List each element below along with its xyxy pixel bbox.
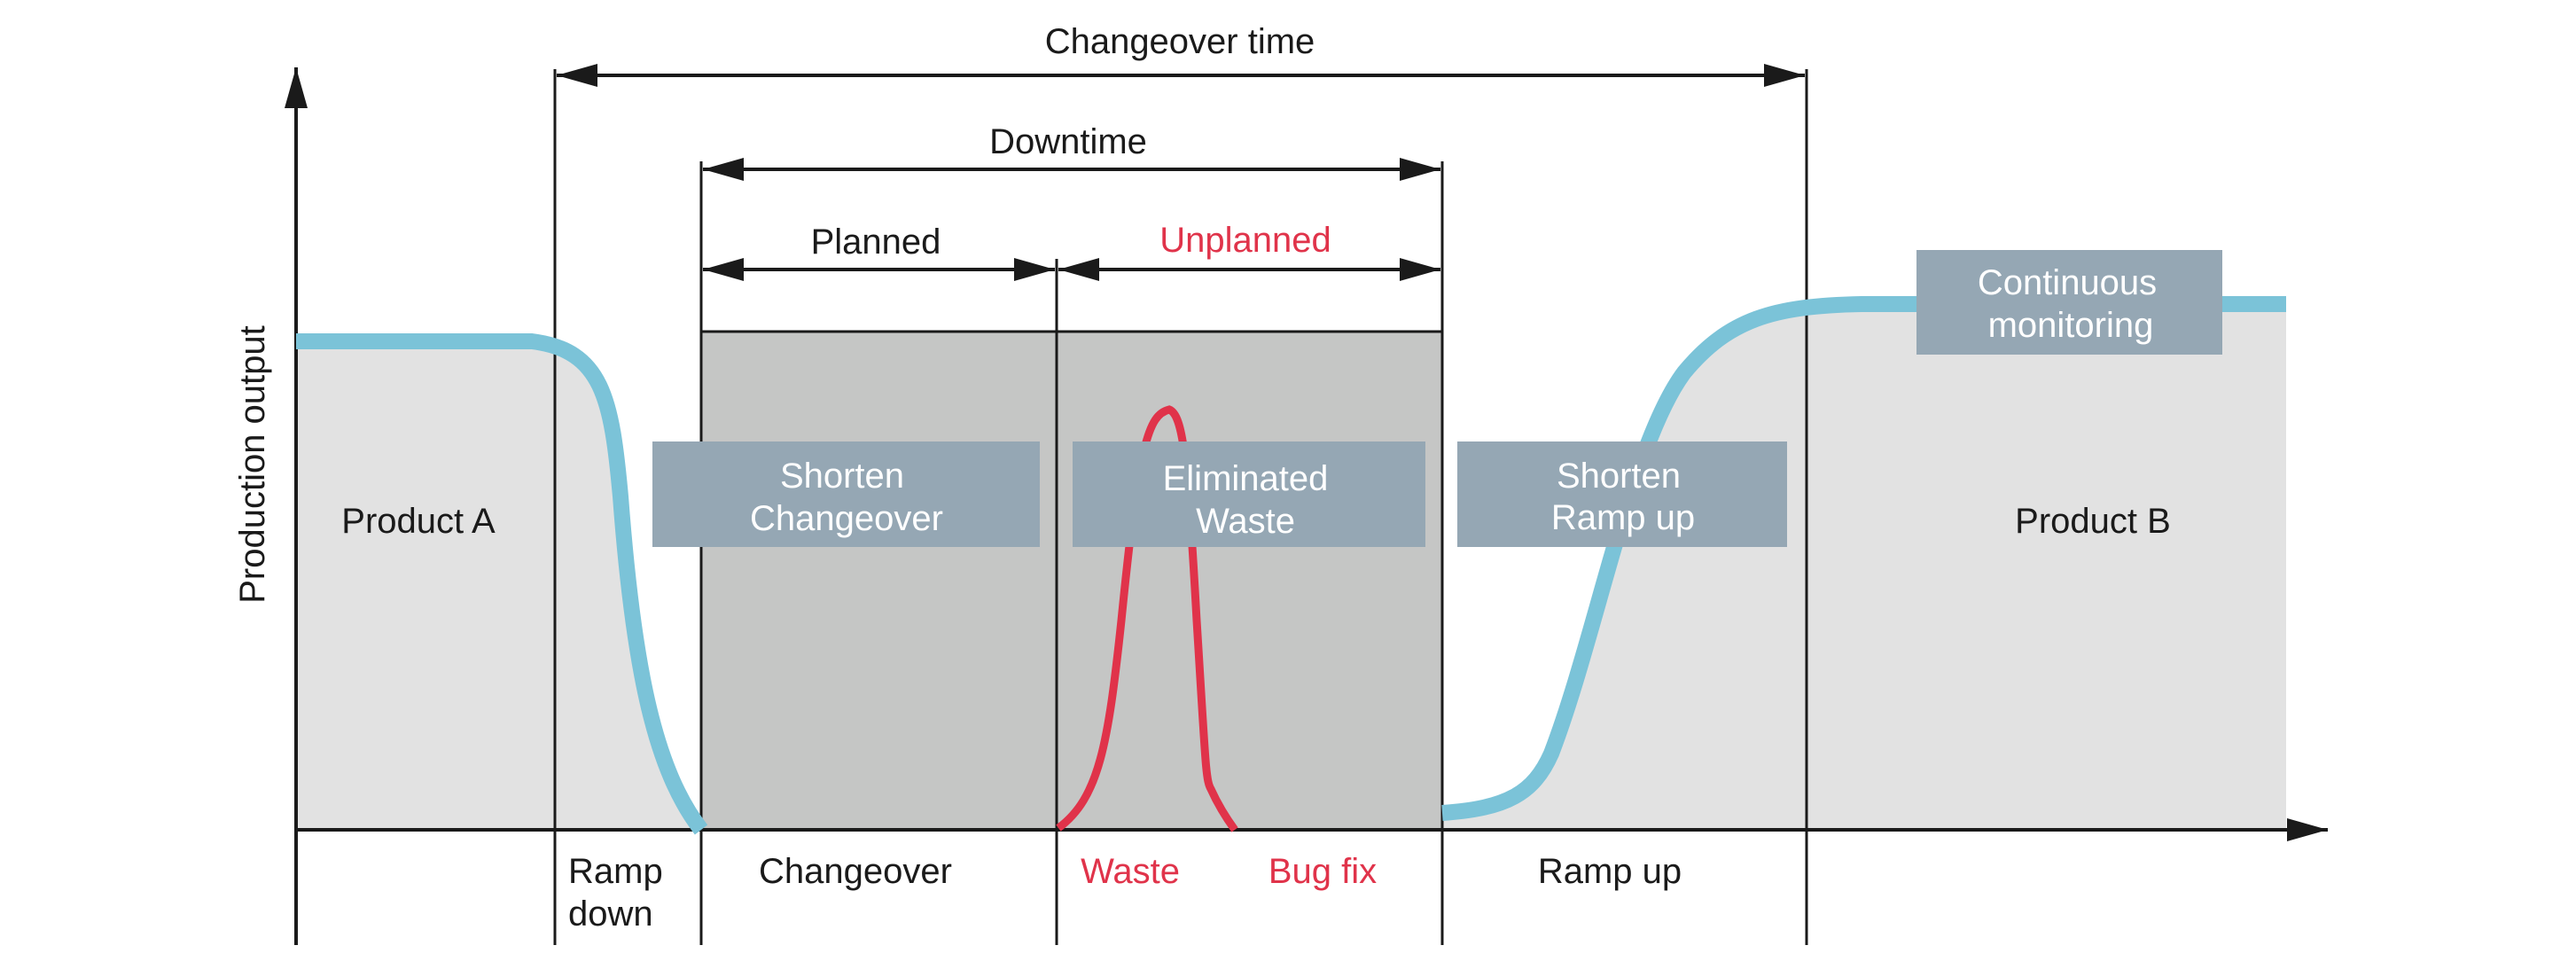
product-b-label: Product B [2015,502,2171,541]
svg-text:monitoring: monitoring [1988,306,2154,345]
planned-label: Planned [811,223,941,262]
production-curve-ramp-down [296,333,708,835]
waste-curve [1056,405,1238,832]
phase-ramp-down-line2: down [568,895,653,934]
eliminated-waste-box: Eliminated Waste [1073,441,1425,547]
svg-text:Changeover: Changeover [750,499,943,538]
svg-text:Ramp up: Ramp up [1551,498,1695,537]
y-axis-label: Production output [233,325,272,604]
downtime-label: Downtime [989,122,1147,161]
phase-bug-fix: Bug fix [1268,852,1377,891]
svg-text:Shorten: Shorten [780,457,904,496]
svg-text:Continuous: Continuous [1978,263,2157,302]
svg-text:Eliminated: Eliminated [1163,459,1329,498]
shorten-changeover-box: Shorten Changeover [652,441,1040,547]
svg-text:Waste: Waste [1196,502,1295,541]
product-a-label: Product A [341,502,496,541]
product-b-area [1442,304,2286,830]
product-a-area [296,341,701,830]
downtime-area [701,332,1442,830]
phase-ramp-up: Ramp up [1538,852,1682,891]
unplanned-label: Unplanned [1159,221,1331,260]
phase-ramp-down-line1: Ramp [568,852,663,891]
phase-waste: Waste [1081,852,1180,891]
phase-changeover: Changeover [759,852,952,891]
continuous-monitoring-box: Continuous monitoring [1916,250,2222,355]
changeover-time-label: Changeover time [1045,22,1315,61]
svg-text:Shorten: Shorten [1557,457,1681,496]
shorten-ramp-up-box: Shorten Ramp up [1457,441,1787,547]
